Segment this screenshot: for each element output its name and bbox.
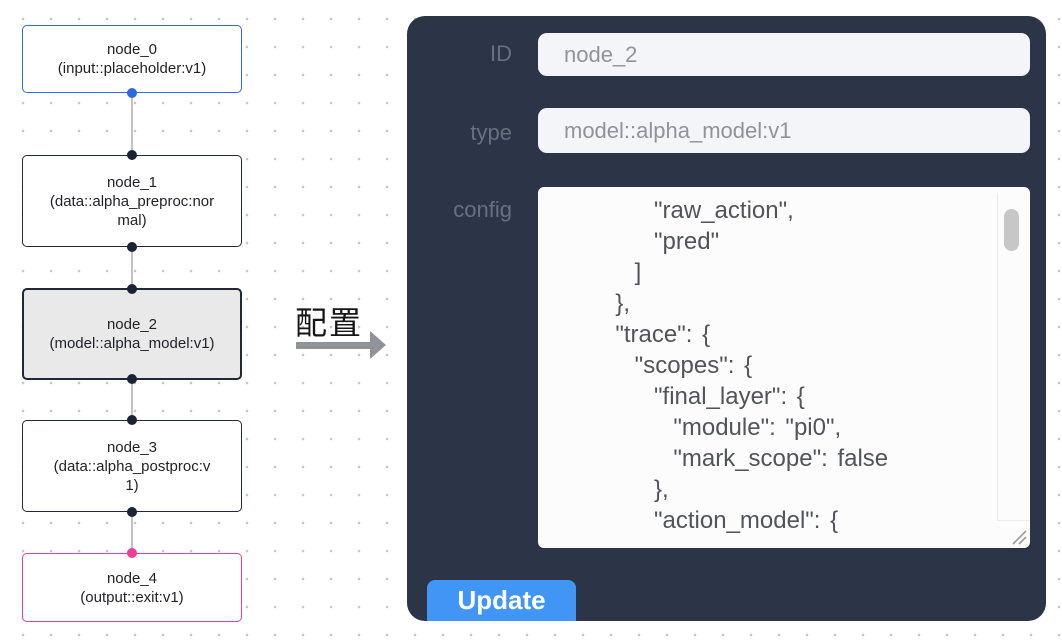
node-title: node_2 (106, 316, 158, 333)
type-field-label: type (470, 120, 512, 145)
config-field-label: config (453, 197, 512, 222)
scrollbar-track (997, 520, 1030, 521)
edge-connector (131, 248, 133, 292)
config-annotation-label: 配置 (295, 305, 364, 341)
node-title: node_0 (106, 41, 158, 58)
source-handle-dot[interactable] (127, 374, 137, 384)
flow-node-node_0[interactable]: node_0 (input::placeholder:v1) (22, 25, 242, 98)
edge-connector (131, 94, 133, 160)
flow-node-node_4[interactable]: node_4 (output::exit:v1) (22, 548, 242, 622)
flow-node-node_1[interactable]: node_1 (data::alpha_preproc:normal) (22, 150, 242, 252)
target-handle-dot[interactable] (127, 284, 137, 294)
node-config-panel: ID type config "raw_action", "pred" ] },… (407, 16, 1046, 621)
id-field-label: ID (490, 41, 512, 66)
arrow-right-icon (296, 342, 370, 349)
node-subtitle: (data::alpha_preproc:normal) (49, 192, 215, 229)
target-handle-dot[interactable] (127, 415, 137, 425)
scrollbar-track (997, 193, 998, 520)
node-title: node_1 (106, 173, 158, 191)
source-handle-dot[interactable] (127, 242, 137, 252)
id-input[interactable] (538, 33, 1030, 76)
edge-connector (131, 381, 133, 424)
node-title: node_3 (106, 438, 158, 456)
source-handle-dot[interactable] (127, 507, 137, 517)
flow-node-node_2-selected[interactable]: node_2 (model::alpha_model:v1) (22, 284, 242, 384)
scrollbar-thumb[interactable] (1004, 209, 1019, 251)
type-input[interactable] (538, 108, 1030, 153)
node-subtitle: (output::exit:v1) (80, 588, 184, 606)
source-handle-dot[interactable] (127, 88, 137, 98)
node-subtitle: (data::alpha_postproc:v1) (53, 457, 211, 494)
edge-connector (131, 513, 133, 557)
node-subtitle: (model::alpha_model:v1) (49, 335, 215, 352)
node-subtitle: (input::placeholder:v1) (57, 60, 207, 77)
update-button[interactable]: Update (427, 580, 576, 621)
target-handle-dot[interactable] (127, 548, 137, 558)
arrow-right-icon (370, 331, 386, 359)
target-handle-dot[interactable] (127, 150, 137, 160)
config-json-textarea[interactable]: "raw_action", "pred" ] }, "trace": { "sc… (538, 187, 1030, 548)
flow-node-node_3[interactable]: node_3 (data::alpha_postproc:v1) (22, 415, 242, 517)
node-title: node_4 (106, 569, 158, 587)
resize-grip-icon[interactable] (1009, 527, 1027, 545)
config-textarea-wrap: "raw_action", "pred" ] }, "trace": { "sc… (538, 187, 1030, 548)
